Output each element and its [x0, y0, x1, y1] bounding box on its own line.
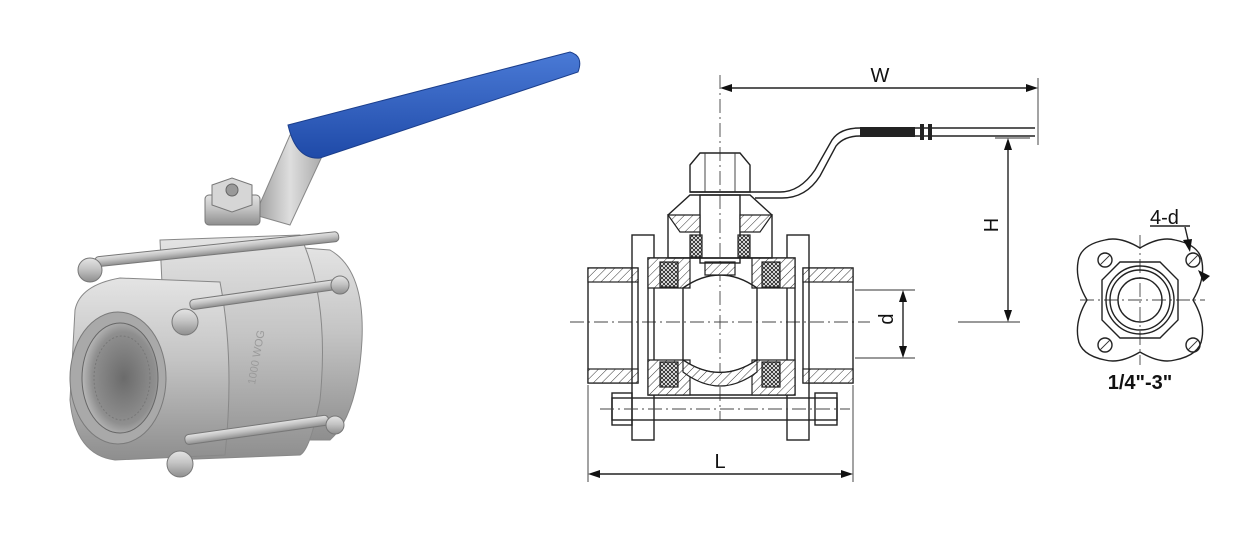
stem-nut	[204, 177, 261, 226]
size-range-label: 1/4"-3"	[1108, 372, 1173, 394]
dim-l-label: L	[714, 451, 725, 473]
ball-valve-photo: 1000 WOG	[69, 51, 581, 478]
dim-d-label: d	[876, 313, 898, 324]
dimension-w: W	[720, 65, 1039, 145]
lever-handle	[254, 51, 581, 226]
dimension-l: L	[587, 385, 854, 482]
end-view-drawing: 4-d 1/4"-3"	[1076, 207, 1210, 394]
dimension-d: d	[855, 289, 915, 359]
holes-label: 4-d	[1150, 207, 1179, 229]
dim-h-label: H	[981, 218, 1003, 232]
body-bolts	[77, 231, 350, 478]
dim-w-label: W	[871, 65, 890, 87]
section-drawing: W H d L	[570, 65, 1039, 482]
dimension-h: H	[958, 137, 1030, 323]
